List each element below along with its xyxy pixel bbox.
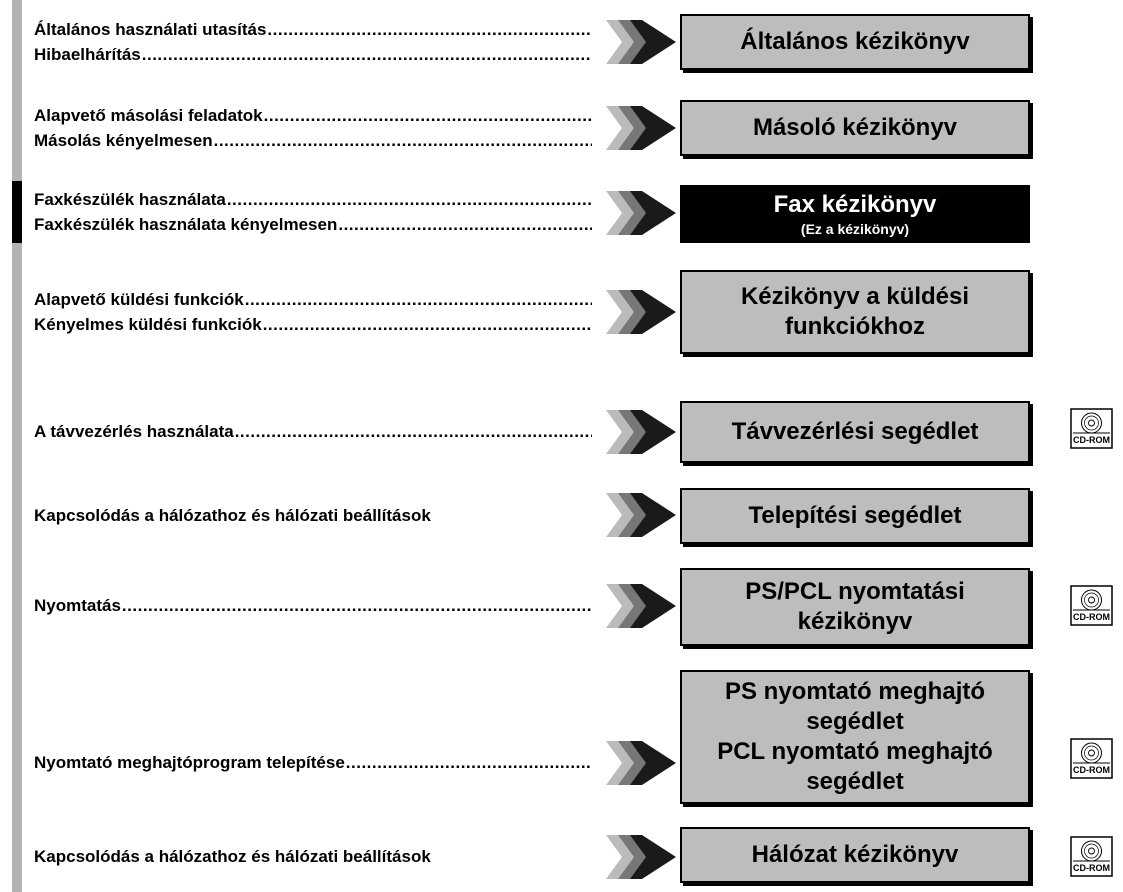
manual-title-line: PCL nyomtató meghajtó <box>717 738 993 765</box>
cd-rom-icon: CD-ROM <box>1070 738 1113 779</box>
topic-line: Alapvető küldési funkciók <box>34 287 592 312</box>
triple-arrow-icon <box>606 191 676 235</box>
cd-rom-label: CD-ROM <box>1073 435 1110 445</box>
triple-arrow-icon <box>606 20 676 64</box>
topic-group-3: Faxkészülék használata Faxkészülék haszn… <box>34 187 592 237</box>
topic-group-8: Nyomtató meghajtóprogram telepítése <box>34 750 592 775</box>
manual-box-telepitesi[interactable]: Telepítési segédlet <box>680 488 1030 544</box>
manual-title-line: segédlet <box>806 768 904 795</box>
cd-rom-label: CD-ROM <box>1073 863 1110 873</box>
topic-line: Alapvető másolási feladatok <box>34 103 592 128</box>
cd-rom-icon: CD-ROM <box>1070 408 1113 449</box>
manual-title-line: kézikönyv <box>797 608 913 635</box>
leader-dots <box>142 42 592 67</box>
manual-title: Telepítési segédlet <box>748 502 962 529</box>
leader-dots <box>267 17 592 42</box>
topic-line: Általános használati utasítás <box>34 17 592 42</box>
topic-text: Általános használati utasítás <box>34 20 267 39</box>
topic-line: Hibaelhárítás <box>34 42 592 67</box>
topic-text: A távvezérlés használata <box>34 422 234 441</box>
leader-dots <box>338 212 592 237</box>
leader-dots <box>245 287 592 312</box>
manual-box-kuldesi[interactable]: Kézikönyv a küldési funkciókhoz <box>680 270 1030 354</box>
triple-arrow-icon <box>606 290 676 334</box>
leader-dots <box>227 187 592 212</box>
leader-dots <box>235 419 592 444</box>
topic-text: Faxkészülék használata <box>34 190 226 209</box>
triple-arrow-icon <box>606 835 676 879</box>
topic-line: Nyomtatás <box>34 593 592 618</box>
cd-rom-label: CD-ROM <box>1073 612 1110 622</box>
triple-arrow-icon <box>606 584 676 628</box>
topic-line: Nyomtató meghajtóprogram telepítése <box>34 750 592 775</box>
topic-text: Nyomtatás <box>34 596 121 615</box>
manual-box-halozat[interactable]: Hálózat kézikönyv <box>680 827 1030 883</box>
sidebar-bar-bottom <box>12 243 22 892</box>
sidebar-bar-top <box>12 0 22 181</box>
topic-line: Kapcsolódás a hálózathoz és hálózati beá… <box>34 844 592 869</box>
topic-line: Kapcsolódás a hálózathoz és hálózati beá… <box>34 503 592 528</box>
manual-title: Általános kézikönyv <box>740 28 970 55</box>
topic-text: Hibaelhárítás <box>34 45 141 64</box>
triple-arrow-icon <box>606 106 676 150</box>
leader-dots <box>346 750 592 775</box>
topic-line: Kényelmes küldési funkciók <box>34 312 592 337</box>
cd-rom-icon: CD-ROM <box>1070 836 1113 877</box>
topic-text: Kényelmes küldési funkciók <box>34 315 262 334</box>
topic-text: Kapcsolódás a hálózathoz és hálózati beá… <box>34 847 431 866</box>
topic-line: Faxkészülék használata kényelmesen <box>34 212 592 237</box>
manual-box-masolo[interactable]: Másoló kézikönyv <box>680 100 1030 156</box>
topic-group-4: Alapvető küldési funkciók Kényelmes küld… <box>34 287 592 337</box>
leader-dots <box>263 312 592 337</box>
topic-line: A távvezérlés használata <box>34 419 592 444</box>
manual-title: Másoló kézikönyv <box>752 114 958 141</box>
manual-box-altalanos[interactable]: Általános kézikönyv <box>680 14 1030 70</box>
topic-group-6: Kapcsolódás a hálózathoz és hálózati beá… <box>34 503 592 528</box>
manual-title-line: segédlet <box>806 708 904 735</box>
topic-text: Alapvető küldési funkciók <box>34 290 244 309</box>
leader-dots <box>122 593 592 618</box>
topic-group-9: Kapcsolódás a hálózathoz és hálózati beá… <box>34 844 592 869</box>
topic-group-5: A távvezérlés használata <box>34 419 592 444</box>
topic-group-2: Alapvető másolási feladatok Másolás kény… <box>34 103 592 153</box>
leader-dots <box>214 128 592 153</box>
triple-arrow-icon <box>606 493 676 537</box>
manual-title-line: PS/PCL nyomtatási <box>745 578 965 605</box>
topic-line: Másolás kényelmesen <box>34 128 592 153</box>
triple-arrow-icon <box>606 410 676 454</box>
manual-box-fax-current[interactable]: Fax kézikönyv (Ez a kézikönyv) <box>680 185 1030 243</box>
sidebar-bar-current <box>12 181 22 243</box>
manual-title: Fax kézikönyv <box>773 191 937 218</box>
cd-rom-icon: CD-ROM <box>1070 585 1113 626</box>
manual-box-ps-pcl[interactable]: PS/PCL nyomtatási kézikönyv <box>680 568 1030 646</box>
manual-title-line: funkciókhoz <box>784 313 925 340</box>
manual-subtitle: (Ez a kézikönyv) <box>800 221 910 237</box>
cd-rom-label: CD-ROM <box>1073 765 1110 775</box>
topic-text: Alapvető másolási feladatok <box>34 106 263 125</box>
manual-title: Távvezérlési segédlet <box>731 418 979 445</box>
topic-group-7: Nyomtatás <box>34 593 592 618</box>
manual-box-tavvezerlesi[interactable]: Távvezérlési segédlet <box>680 401 1030 463</box>
topic-group-1: Általános használati utasítás Hibaelhárí… <box>34 17 592 67</box>
topic-text: Kapcsolódás a hálózathoz és hálózati beá… <box>34 506 431 525</box>
topic-text: Nyomtató meghajtóprogram telepítése <box>34 753 345 772</box>
manual-title-line: PS nyomtató meghajtó <box>724 678 986 705</box>
manual-box-nyomtato-meghajto[interactable]: PS nyomtató meghajtó segédlet PCL nyomta… <box>680 670 1030 804</box>
topic-text: Másolás kényelmesen <box>34 131 213 150</box>
topic-line: Faxkészülék használata <box>34 187 592 212</box>
manual-title: Hálózat kézikönyv <box>751 841 959 868</box>
manual-title-line: Kézikönyv a küldési <box>740 283 970 310</box>
triple-arrow-icon <box>606 741 676 785</box>
leader-dots <box>264 103 592 128</box>
topic-text: Faxkészülék használata kényelmesen <box>34 215 338 234</box>
